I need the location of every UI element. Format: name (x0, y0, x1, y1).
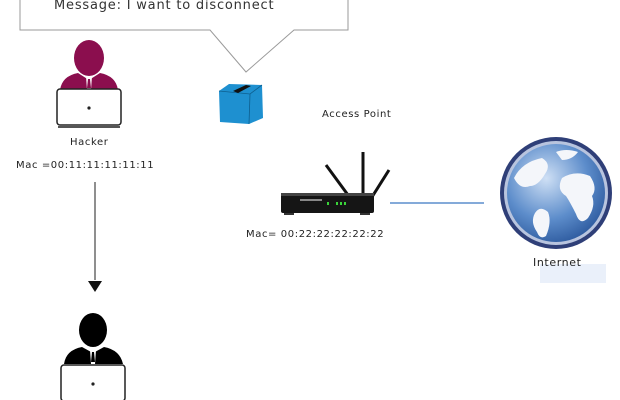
highlight-box (540, 264, 606, 283)
access-point-label: Access Point (322, 109, 392, 120)
hacker-label: Hacker (70, 137, 109, 148)
internet-label: Internet (533, 256, 582, 269)
globe-icon (500, 137, 612, 249)
access-point-mac: Mac= 00:22:22:22:22:22 (246, 229, 385, 240)
arrow-down-icon (88, 182, 102, 292)
speech-bubble (19, 0, 349, 73)
router-icon (281, 152, 391, 215)
hacker-icon (56, 40, 122, 128)
message-text: Message: I want to disconnect (54, 0, 275, 13)
packet-icon (218, 84, 263, 125)
hacker-mac: Mac =00:11:11:11:11:11 (16, 160, 155, 171)
victim-icon (60, 313, 126, 400)
